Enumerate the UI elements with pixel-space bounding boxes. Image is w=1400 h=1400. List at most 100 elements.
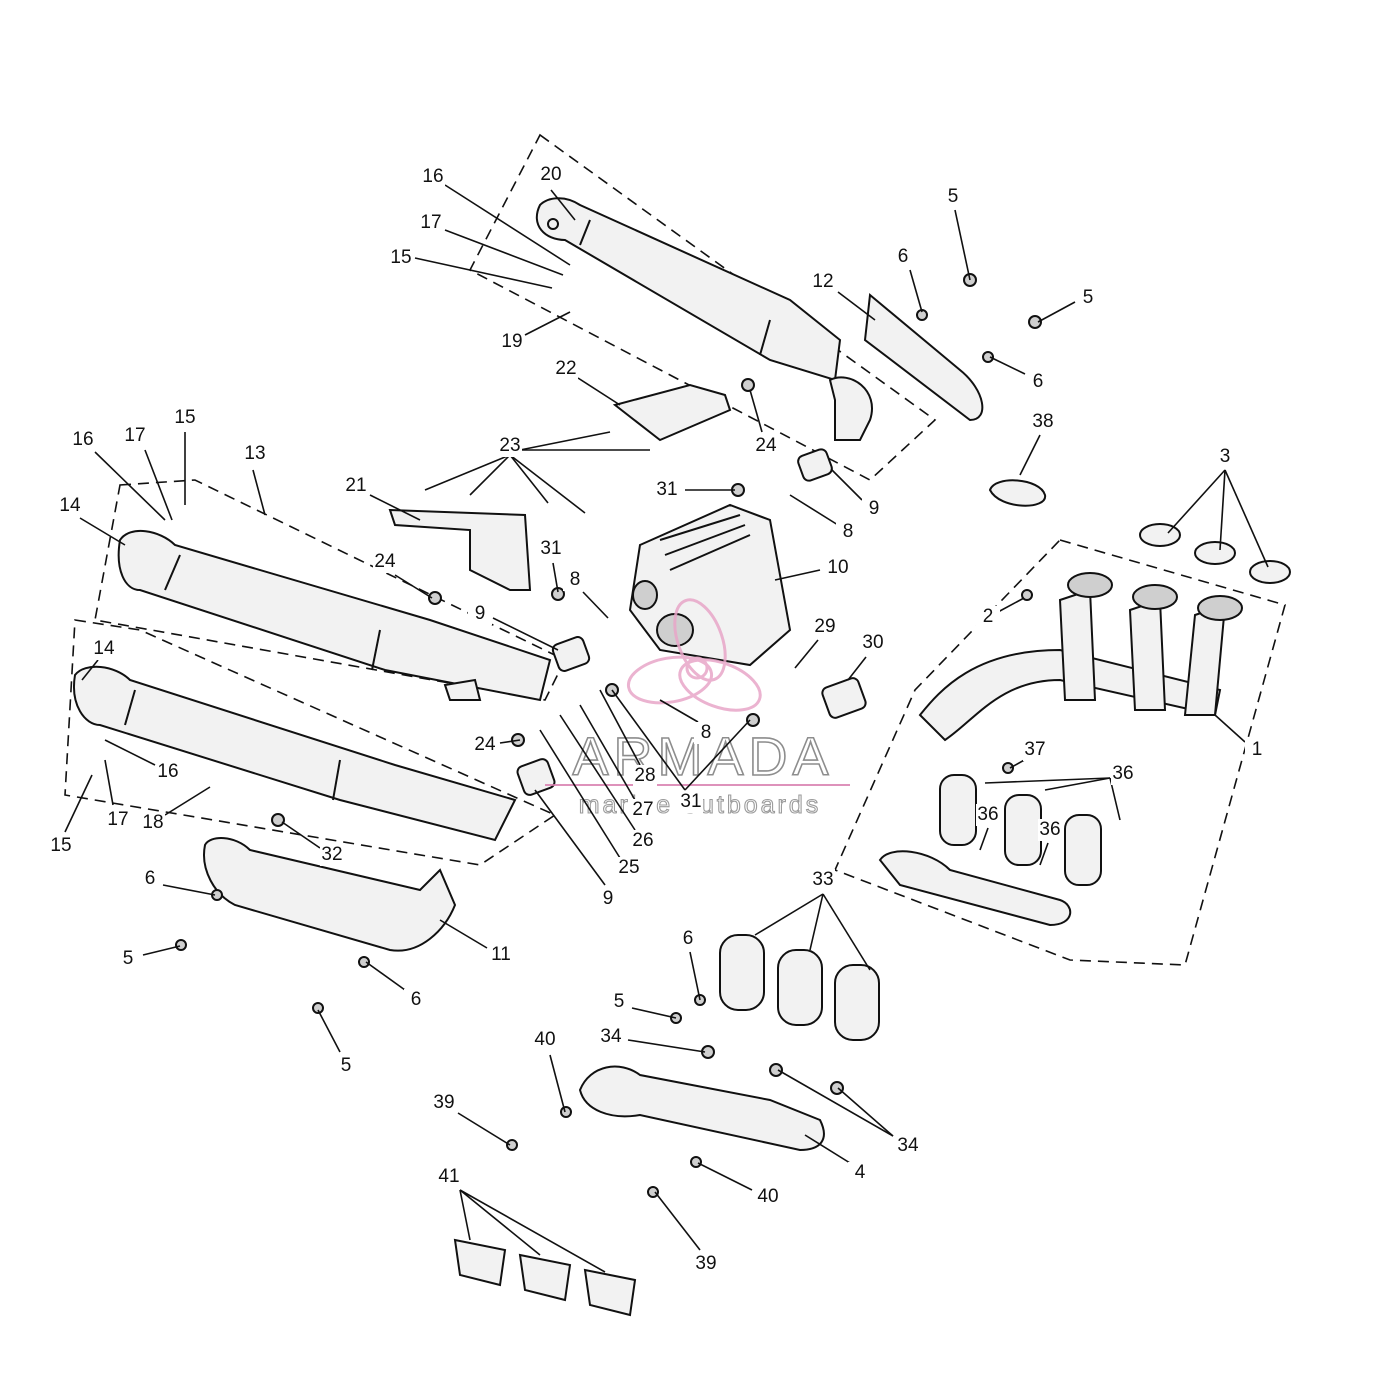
leader-line-39	[654, 1191, 701, 1251]
callout-bg	[694, 1253, 718, 1275]
callout-15: 15	[174, 407, 195, 428]
callout-bg	[58, 495, 82, 517]
callout-bg	[596, 888, 620, 910]
callout-bg	[756, 1186, 780, 1208]
clamps-41	[453, 1238, 637, 1317]
leader-line-16	[104, 739, 156, 766]
heat-shield-upper	[863, 293, 984, 422]
leader-line-23	[519, 431, 611, 451]
callout-bg	[123, 425, 147, 447]
leader-line-2	[997, 597, 1025, 613]
callout-bg	[617, 857, 641, 879]
callout-40: 40	[757, 1186, 778, 1207]
callout-37: 37	[1024, 739, 1045, 760]
callout-3: 3	[1220, 446, 1231, 467]
callout-36: 36	[1039, 819, 1060, 840]
callout-2: 2	[983, 606, 994, 627]
callout-bg	[498, 435, 522, 457]
callout-8: 8	[701, 722, 712, 743]
callout-bg	[116, 948, 140, 970]
fasteners	[175, 273, 1042, 1198]
callout-bg	[976, 804, 1000, 826]
leader-line-23	[424, 454, 511, 491]
callout-15: 15	[50, 835, 71, 856]
callout-bg	[896, 1135, 920, 1157]
callout-bg	[489, 944, 513, 966]
leader-line-9	[534, 789, 606, 886]
leader-line-36	[979, 827, 989, 851]
callout-bg	[71, 429, 95, 451]
callout-6: 6	[1033, 371, 1044, 392]
leader-line-18	[164, 786, 211, 816]
callout-17: 17	[107, 809, 128, 830]
leader-line-9	[492, 617, 559, 651]
gasket-38	[988, 479, 1046, 507]
callout-34: 34	[600, 1026, 622, 1047]
callout-13: 13	[244, 443, 265, 464]
leader-line-36	[1039, 842, 1049, 866]
callout-5: 5	[341, 1055, 352, 1076]
lower-muffler	[73, 665, 517, 842]
leader-line-24	[394, 574, 433, 599]
leader-line-41	[459, 1189, 471, 1241]
leader-line-5	[142, 945, 181, 956]
leader-line-31	[552, 562, 559, 593]
leader-line-32	[281, 821, 321, 849]
callout-bg	[754, 435, 778, 457]
callout-39: 39	[433, 1092, 454, 1113]
callout-25: 25	[618, 857, 639, 878]
upper-muffler	[535, 197, 873, 441]
callout-bg	[811, 869, 835, 891]
leader-line-15	[64, 774, 93, 833]
gasket-3c	[1249, 560, 1291, 584]
callout-33: 33	[812, 869, 833, 890]
leader-line-8	[659, 699, 699, 723]
callout-bg	[563, 569, 587, 591]
callout-18: 18	[142, 812, 163, 833]
callout-bg	[141, 812, 165, 834]
gasket-3b	[1194, 541, 1236, 565]
callout-bg	[320, 844, 344, 866]
leader-line-36	[984, 777, 1111, 784]
callout-bg	[679, 791, 703, 813]
callout-bg	[404, 989, 428, 1011]
callout-bg	[941, 186, 965, 208]
callout-16: 16	[72, 429, 93, 450]
leader-line-30	[847, 656, 867, 681]
leader-line-33	[754, 893, 824, 936]
leader-line-24	[749, 389, 763, 433]
callout-bg	[243, 443, 267, 465]
callout-5: 5	[948, 186, 959, 207]
callout-24: 24	[474, 734, 496, 755]
bracket-22	[612, 383, 732, 442]
callout-bg	[607, 991, 631, 1013]
leader-line-4	[804, 1134, 851, 1164]
callout-23: 23	[499, 435, 520, 456]
callout-bg	[1023, 739, 1047, 761]
leader-line-6	[989, 356, 1026, 375]
leader-line-20	[550, 189, 576, 221]
callout-22: 22	[555, 358, 576, 379]
coupling-9-top	[797, 448, 833, 482]
callout-bg	[437, 1166, 461, 1188]
callout-bg	[49, 835, 73, 857]
callout-36: 36	[977, 804, 998, 825]
callout-27: 27	[632, 799, 653, 820]
callout-bg	[1111, 763, 1135, 785]
callout-36: 36	[1112, 763, 1133, 784]
leader-lines	[64, 184, 1269, 1273]
leader-line-36	[1044, 777, 1111, 791]
leader-line-16	[94, 451, 166, 521]
callout-40: 40	[534, 1029, 555, 1050]
leader-line-5	[954, 209, 971, 281]
callout-32: 32	[321, 844, 342, 865]
coupling-30	[821, 677, 867, 719]
callout-bg	[473, 734, 497, 756]
leader-line-33	[822, 893, 871, 971]
header-group-outline	[833, 539, 1286, 966]
leader-line-27	[579, 704, 636, 801]
callout-6: 6	[145, 868, 156, 889]
callout-14: 14	[93, 638, 115, 659]
leader-line-10	[774, 569, 821, 581]
